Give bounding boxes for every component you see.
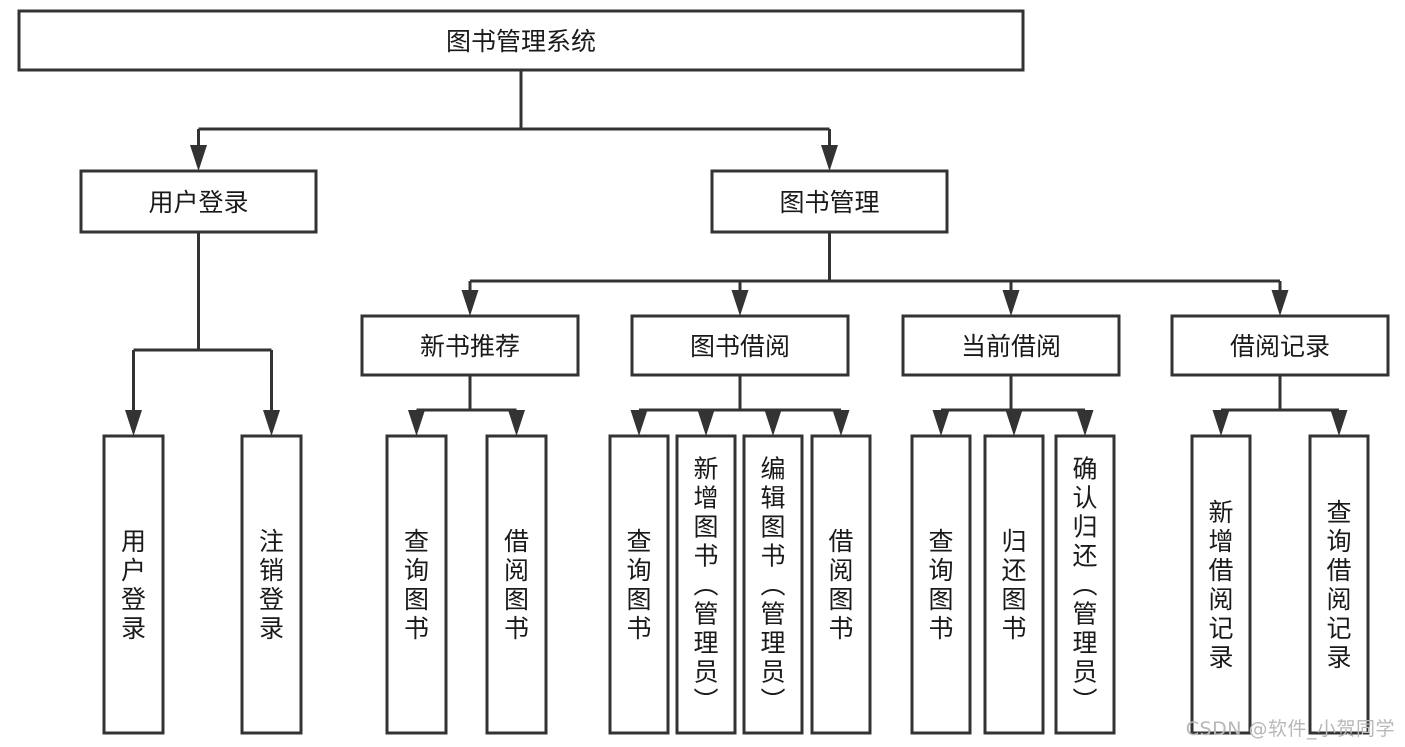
nodes-layer: 图书管理系统用户登录图书管理新书推荐图书借阅当前借阅借阅记录用户登录注销登录查询…	[17, 9, 1390, 735]
node-box[interactable]	[810, 434, 872, 735]
node-box[interactable]	[79, 169, 318, 234]
node-label: 用户登录	[148, 188, 248, 217]
node-label: 确认归还︵管理员︶	[1072, 454, 1097, 715]
node-label: 借阅图书	[828, 527, 853, 643]
node-box[interactable]	[17, 9, 1025, 72]
arrow-head	[408, 410, 425, 436]
node-box[interactable]	[485, 434, 548, 735]
arrow-head	[1271, 290, 1289, 316]
node-label: 图书管理	[779, 188, 879, 217]
node-leaf-user-login[interactable]: 用户登录	[102, 434, 165, 735]
node-label: 图书管理系统	[446, 27, 596, 56]
node-box[interactable]	[742, 434, 804, 735]
node-box[interactable]	[630, 314, 850, 377]
edge-group	[932, 375, 1094, 436]
arrow-head	[697, 410, 715, 436]
node-box[interactable]	[1170, 314, 1390, 377]
node-label: 借阅图书	[504, 527, 529, 643]
node-leaf-rec-query-record[interactable]: 查询借阅记录	[1308, 434, 1370, 735]
arrow-head	[821, 145, 838, 171]
node-label: 查询图书	[626, 527, 651, 643]
node-book-management[interactable]: 图书管理	[710, 169, 949, 234]
csdn-watermark: CSDN @软件_小贺同学	[1185, 718, 1395, 740]
edge-group	[190, 70, 838, 171]
edge-group	[461, 232, 1289, 316]
node-borrow-record[interactable]: 借阅记录	[1170, 314, 1390, 377]
node-leaf-rec-add-record[interactable]: 新增借阅记录	[1190, 434, 1252, 735]
node-book-borrow[interactable]: 图书借阅	[630, 314, 850, 377]
node-label: 当前借阅	[961, 332, 1061, 361]
node-leaf-borrow-edit-book[interactable]: 编辑图书︵管理员︶	[742, 434, 804, 735]
node-box[interactable]	[983, 434, 1045, 735]
node-leaf-borrow-borrow-book[interactable]: 借阅图书	[810, 434, 872, 735]
node-label: 新增借阅记录	[1208, 498, 1233, 672]
node-label: 查询图书	[404, 527, 429, 643]
node-label: 图书借阅	[690, 332, 790, 361]
arrow-head	[190, 145, 207, 171]
node-leaf-borrow-query-book[interactable]: 查询图书	[608, 434, 670, 735]
node-label: 借阅记录	[1230, 332, 1330, 361]
node-new-book-recommend[interactable]: 新书推荐	[360, 314, 580, 377]
node-box[interactable]	[385, 434, 448, 735]
node-leaf-cur-confirm-return[interactable]: 确认归还︵管理员︶	[1054, 434, 1116, 735]
node-leaf-rec-query-book[interactable]: 查询图书	[385, 434, 448, 735]
node-root[interactable]: 图书管理系统	[17, 9, 1025, 72]
node-leaf-cur-query-book[interactable]: 查询图书	[910, 434, 972, 735]
node-label: 编辑图书︵管理员︶	[760, 454, 785, 715]
node-box[interactable]	[1308, 434, 1370, 735]
edge-group	[1212, 375, 1348, 436]
arrow-head	[508, 410, 525, 436]
arrow-head	[125, 410, 142, 436]
node-box[interactable]	[240, 434, 303, 735]
node-leaf-user-logout[interactable]: 注销登录	[240, 434, 303, 735]
edge-group	[408, 375, 525, 436]
arrow-head	[461, 290, 479, 316]
node-box[interactable]	[360, 314, 580, 377]
node-current-borrow[interactable]: 当前借阅	[901, 314, 1121, 377]
node-user-login[interactable]: 用户登录	[79, 169, 318, 234]
node-leaf-cur-return-book[interactable]: 归还图书	[983, 434, 1045, 735]
arrow-head	[731, 290, 749, 316]
node-leaf-rec-borrow-book[interactable]: 借阅图书	[485, 434, 548, 735]
node-box[interactable]	[910, 434, 972, 735]
node-box[interactable]	[1054, 434, 1116, 735]
node-box[interactable]	[710, 169, 949, 234]
arrow-head	[764, 410, 782, 436]
arrow-head	[1212, 410, 1230, 436]
arrow-head	[1330, 410, 1348, 436]
node-label: 新书推荐	[420, 332, 520, 361]
node-box[interactable]	[1190, 434, 1252, 735]
arrow-head	[630, 410, 648, 436]
edge-group	[630, 375, 850, 436]
node-box[interactable]	[901, 314, 1121, 377]
node-label: 归还图书	[1001, 527, 1026, 643]
node-box[interactable]	[608, 434, 670, 735]
node-label: 新增图书︵管理员︶	[693, 454, 718, 715]
node-box[interactable]	[102, 434, 165, 735]
arrow-head	[263, 410, 280, 436]
edge-group	[125, 232, 280, 436]
node-box[interactable]	[675, 434, 737, 735]
arrow-head	[932, 410, 950, 436]
arrow-head	[1076, 410, 1094, 436]
edges-layer	[125, 70, 1348, 436]
arrow-head	[1002, 290, 1020, 316]
node-leaf-borrow-add-book[interactable]: 新增图书︵管理员︶	[675, 434, 737, 735]
node-label: 查询借阅记录	[1326, 498, 1351, 672]
arrow-head	[1005, 410, 1023, 436]
node-label: 查询图书	[928, 527, 953, 643]
node-label: 注销登录	[259, 527, 284, 643]
node-label: 用户登录	[121, 527, 146, 643]
arrow-head	[832, 410, 850, 436]
